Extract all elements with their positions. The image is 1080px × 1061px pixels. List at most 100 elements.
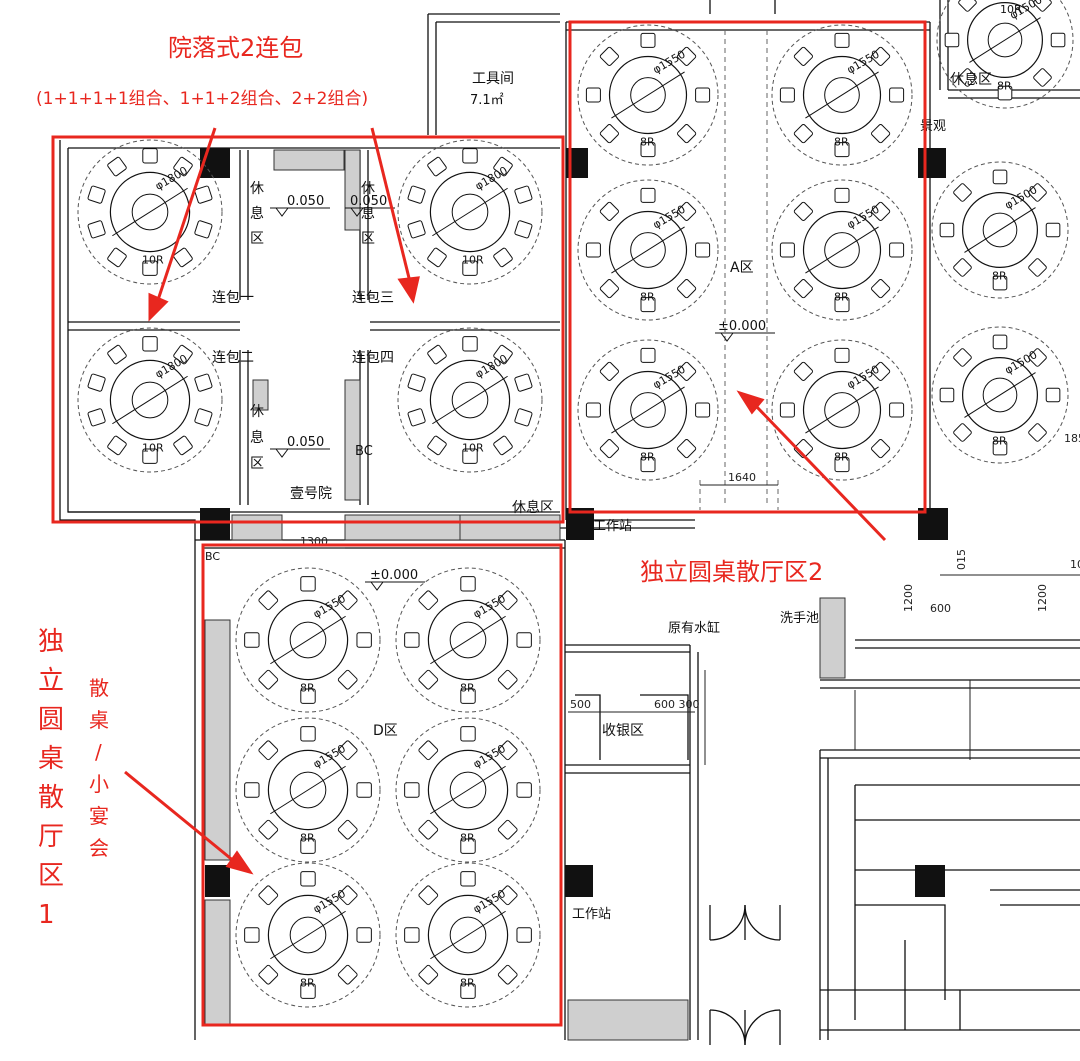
level-mark [270,448,330,458]
table-seat-label: 8R [992,434,1007,447]
chair [599,201,619,221]
chair [142,260,158,276]
chair [418,964,439,985]
diameter-line [611,386,685,434]
outer-wall-left-courtyard [59,140,203,1040]
courtyard-title: 院落式2连包 [168,34,303,62]
level-zone-a: ±0.000 [718,319,766,334]
diameter-line [430,910,506,960]
lazy-susan [451,381,489,419]
top-door [709,0,776,14]
table-seat-label: 10R [462,442,484,455]
chair [194,373,213,392]
diameter-line [112,375,188,425]
chair [460,688,476,704]
hall1-sub-char: / [95,740,102,764]
chair [460,576,476,592]
chair [793,201,813,221]
chair [871,46,891,66]
chair [834,457,850,473]
dim-600-300: 600 300 [654,698,700,711]
table-seat-label: 8R [834,451,849,464]
chair [497,885,518,906]
diameter-line [270,615,346,665]
rest-vertical-char: 息 [250,205,264,222]
tool-room-label: 工具间 [472,71,514,87]
chair [1028,258,1047,277]
table-zone-circle [771,339,913,481]
chair [599,279,619,299]
chair [107,247,127,268]
hall1-subtitle: 散桌/小宴会 [89,676,109,860]
lianbao-3-label: 连包三 [352,290,394,306]
chair [640,32,656,48]
lianbao-4-label: 连包四 [352,350,394,366]
chair [889,242,905,258]
chair [1045,222,1061,238]
chair [87,408,106,427]
zone-a-label: A区 [730,260,754,276]
table-zone-circle [395,567,541,713]
entrance-arcs [709,904,781,1046]
level-mark [270,207,330,217]
chair [992,334,1008,350]
chair [793,361,813,381]
bc-left-label: BC [205,550,220,563]
lazy-susan [630,232,666,268]
chair [871,361,891,381]
cashier-walls [575,694,689,760]
lianbao-1-label: 连包一 [212,290,254,306]
rest-vertical-char: 休 [250,404,264,420]
courtyard-highlight [51,135,565,524]
rest-vertical-char: 息 [250,429,264,446]
table-zone-circle [395,717,541,863]
courtyard-divider-h [68,321,560,331]
table-seat-label: 8R [460,977,475,990]
chair [779,242,795,258]
chair [142,336,158,352]
workstation-1-label: 工作站 [593,519,632,534]
chair [599,361,619,381]
planter [252,379,269,411]
chair [173,344,193,365]
chair [300,838,316,854]
counter-right [855,639,1080,649]
chair [337,590,358,611]
table-zone-circle [235,717,381,863]
chair [695,242,711,258]
chair [407,408,426,427]
cashier-label: 收银区 [602,723,644,739]
diameter-line [611,71,685,119]
chair [404,782,420,798]
chair [834,347,850,363]
chair [407,220,426,239]
chair [462,336,478,352]
level-marks [270,207,775,591]
chair [300,726,316,742]
table-seat-label: 8R [460,832,475,845]
chair [258,885,279,906]
chair [244,782,260,798]
lazy-susan [449,771,487,809]
chair [871,279,891,299]
chair [493,435,513,456]
column [200,508,230,540]
kitchen-walls [819,679,1080,1040]
table-zone-circle [235,567,381,713]
table-seat-label: 10R [462,254,484,267]
level-zone-d: ±0.000 [370,568,418,583]
diameter-line [805,71,879,119]
chair [497,669,518,690]
table-zone-circle [931,161,1069,299]
